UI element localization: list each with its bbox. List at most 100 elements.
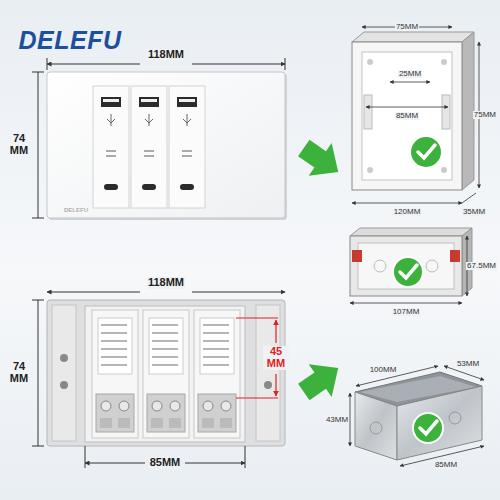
drawing-part <box>275 374 276 396</box>
drawing-part <box>32 300 44 301</box>
drawing-part <box>143 310 189 438</box>
drawing-part <box>426 260 438 272</box>
drawing-part <box>449 412 461 424</box>
drawing-part <box>203 324 229 326</box>
drawing-part <box>192 292 285 293</box>
drawing-part <box>131 86 167 208</box>
drawing-part <box>400 265 417 278</box>
drawing-part <box>374 260 386 272</box>
drawing-part <box>355 392 397 460</box>
drawing-part <box>151 418 163 428</box>
drawing-part <box>107 114 115 126</box>
metal-box <box>355 372 482 460</box>
drawing-part <box>92 310 240 438</box>
dimension-label: 35MM <box>462 208 486 216</box>
drawing-part <box>292 352 349 409</box>
drawing-part <box>147 394 185 432</box>
dimension-label: 120MM <box>393 208 422 216</box>
drawing-part <box>60 381 68 389</box>
dimension-label: 100MM <box>369 366 398 374</box>
drawing-part <box>352 32 474 42</box>
check-mark <box>393 136 443 443</box>
drawing-part <box>450 250 460 262</box>
drawing-part <box>47 58 48 70</box>
drawing-part <box>194 310 240 438</box>
wall-box-white <box>352 32 474 190</box>
drawing-part <box>221 401 231 411</box>
drawing-part <box>462 193 476 203</box>
drawing-part <box>418 145 435 158</box>
drawing-part <box>236 397 278 398</box>
drawing-part <box>442 95 450 129</box>
drawing-part <box>118 418 130 428</box>
drawing-part <box>393 257 423 287</box>
drawing-part <box>101 401 111 411</box>
drawing-part <box>152 356 178 358</box>
drawing-part <box>285 58 286 70</box>
drawing-part <box>185 463 245 464</box>
drawing-part <box>38 300 39 446</box>
dimension-lines <box>32 292 285 468</box>
dimension-label: 74 MM <box>7 361 31 384</box>
drawing-part <box>413 413 443 443</box>
drawing-part <box>92 310 138 438</box>
green-arrow <box>292 132 349 409</box>
drawing-part <box>85 463 145 464</box>
drawing-part <box>236 317 278 318</box>
drawing-part <box>203 401 213 411</box>
drawing-part <box>47 64 140 65</box>
drawing-part <box>350 236 462 296</box>
drawing-part <box>367 59 373 65</box>
drawing-part <box>52 305 76 441</box>
drawing-part <box>390 82 430 83</box>
dimension-label: 118MM <box>147 49 185 61</box>
drawing-part <box>370 422 382 434</box>
drawing-part <box>119 401 129 411</box>
drawing-part <box>101 364 127 366</box>
drawing-part <box>149 318 183 374</box>
front-plate <box>47 72 287 220</box>
drawing-part <box>220 418 232 428</box>
drawing-part <box>32 446 44 447</box>
drawing-part <box>103 99 119 102</box>
drawing-part <box>202 418 214 428</box>
dimension-label: 118MM <box>147 277 185 289</box>
drawing-part <box>362 52 452 180</box>
drawing-part <box>32 218 44 219</box>
dimension-label: 75MM <box>395 23 419 31</box>
drawing-part <box>101 340 127 342</box>
dimension-label: 45 MM <box>263 346 289 369</box>
brand-logo: DELEFU <box>19 27 122 53</box>
dimension-label: 85MM <box>434 461 458 469</box>
drawing-part <box>366 107 448 108</box>
drawing-part <box>358 243 454 289</box>
drawing-part <box>352 203 462 204</box>
drawing-part <box>152 332 178 334</box>
drawing-part <box>106 155 116 157</box>
back-plate <box>47 300 285 446</box>
drawing-part <box>104 184 118 190</box>
drawing-part <box>203 340 229 342</box>
drawing-part <box>350 228 472 236</box>
drawing-part <box>183 114 191 126</box>
drawing-part <box>169 418 181 428</box>
drawing-part <box>179 99 195 102</box>
drawing-part <box>101 97 121 107</box>
drawing-part <box>182 155 192 157</box>
dimension-label: 53MM <box>456 360 480 368</box>
drawing-part <box>152 348 178 350</box>
drawing-part <box>139 97 159 107</box>
wall-box-grey <box>350 228 472 296</box>
dimension-label: 107MM <box>392 308 421 316</box>
drawing-part <box>101 356 127 358</box>
drawing-part <box>203 364 229 366</box>
drawing-part <box>177 97 197 107</box>
dimension-lines <box>350 236 467 303</box>
drawing-part <box>441 59 447 65</box>
drawing-part <box>420 421 437 434</box>
drawing-part <box>98 318 132 374</box>
drawing-part <box>203 348 229 350</box>
drawing-part <box>182 150 192 152</box>
drawing-part <box>47 72 285 218</box>
drawing-part <box>85 306 245 442</box>
